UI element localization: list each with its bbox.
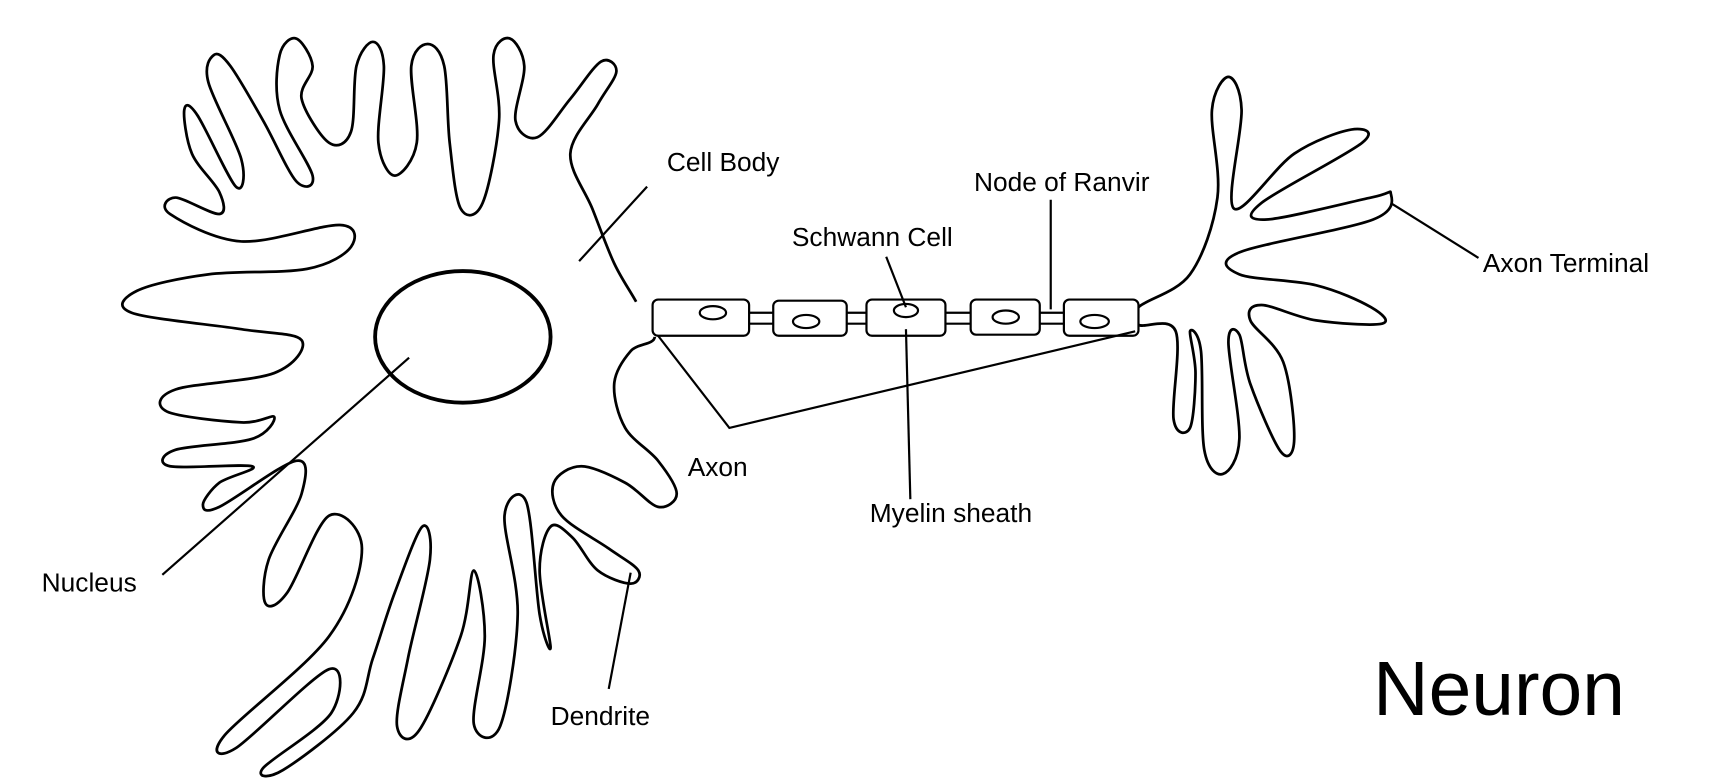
label-schwann-cell: Schwann Cell	[792, 222, 953, 252]
axon-terminal-outline	[1137, 75, 1394, 476]
label-node-of-ranvier: Node of Ranvir	[974, 167, 1150, 197]
schwann-cell-segment	[651, 298, 751, 337]
diagram-title: Neuron	[1373, 647, 1625, 732]
myelin-sheath-segments	[651, 298, 1140, 337]
label-axon: Axon	[688, 452, 748, 482]
cell-body-outline	[121, 36, 679, 778]
schwann-cell-segment	[772, 299, 848, 337]
leader-lines	[161, 185, 1480, 690]
label-cell-body: Cell Body	[667, 147, 780, 177]
nucleus-shape	[373, 269, 553, 405]
label-axon-terminal: Axon Terminal	[1483, 248, 1649, 278]
label-nucleus: Nucleus	[42, 567, 137, 597]
label-dendrite: Dendrite	[551, 701, 650, 731]
label-myelin-sheath: Myelin sheath	[870, 498, 1032, 528]
schwann-cell-segment	[1062, 298, 1140, 337]
schwann-cell-segment	[969, 298, 1041, 336]
